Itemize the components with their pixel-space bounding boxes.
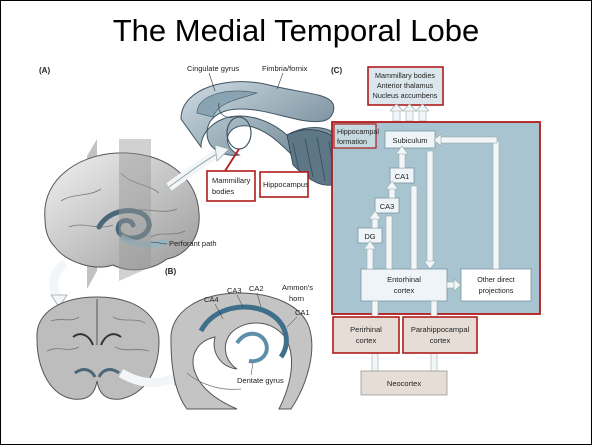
panel-a-letter: (A) [39, 66, 50, 75]
hippocampal-formation-line-2: formation [337, 137, 367, 146]
dg-label: DG [364, 232, 375, 241]
label-mammillary-1: Mammillary [212, 176, 251, 185]
parahippocampal-line-1: Parahippocampal [411, 325, 470, 334]
dentate-gyrus-band [237, 334, 267, 362]
perirhinal-cortex-box [333, 317, 399, 353]
sagittal-plane [119, 139, 151, 281]
subiculum-label: Subiculum [392, 136, 427, 145]
label-cingulate-gyrus: Cingulate gyrus [187, 64, 239, 73]
panel-c-letter: (C) [331, 66, 342, 75]
label-fimbria-fornix: Fimbria/fornix [262, 64, 308, 73]
panel-b-letter: (B) [165, 267, 176, 276]
perirhinal-line-2: cortex [356, 336, 377, 345]
other-direct-line-1: Other direct [477, 275, 515, 284]
other-direct-line-2: projections [479, 286, 514, 295]
top-output-line-3: Nucleus accumbens [373, 91, 438, 100]
label-hippocampus: Hippocampus [263, 180, 309, 189]
label-ca4: CA4 [204, 295, 219, 304]
top-output-line-1: Mammillary bodies [375, 71, 435, 80]
label-ammons-1: Ammon's [282, 283, 313, 292]
entorhinal-line-1: Entorhinal [387, 275, 421, 284]
parahippocampal-line-2: cortex [430, 336, 451, 345]
parahippocampal-cortex-box [403, 317, 477, 353]
label-ca3: CA3 [227, 286, 242, 295]
label-ca1: CA1 [295, 308, 310, 317]
ca3-label: CA3 [380, 202, 395, 211]
top-output-line-2: Anterior thalamus [377, 81, 434, 90]
panel-c: (C) Mammillary bodies Anterior thalamus … [331, 66, 540, 395]
panel-b: (B) CA4 CA3 CA2 Ammon's horn CA1 Dentate… [165, 267, 313, 409]
arrow-to-coronal [54, 263, 65, 299]
ca1-label: CA1 [395, 172, 410, 181]
hippocampal-formation-line-1: Hippocampal [337, 127, 379, 136]
other-direct-projections-box [461, 269, 531, 301]
label-mammillary-2: bodies [212, 187, 234, 196]
entorhinal-line-2: cortex [394, 286, 415, 295]
perirhinal-line-1: Perirhinal [350, 325, 382, 334]
label-ca2: CA2 [249, 284, 264, 293]
label-perforant-path: Perforant path [169, 239, 217, 248]
neocortex-label: Neocortex [387, 379, 421, 388]
hippocampal-section [171, 293, 312, 409]
label-ammons-2: horn [289, 294, 304, 303]
label-dentate-gyrus: Dentate gyrus [237, 376, 284, 385]
entorhinal-cortex-box [361, 269, 447, 301]
hippocampus-fornix-illustration [181, 82, 347, 186]
top-arrows [390, 104, 429, 121]
